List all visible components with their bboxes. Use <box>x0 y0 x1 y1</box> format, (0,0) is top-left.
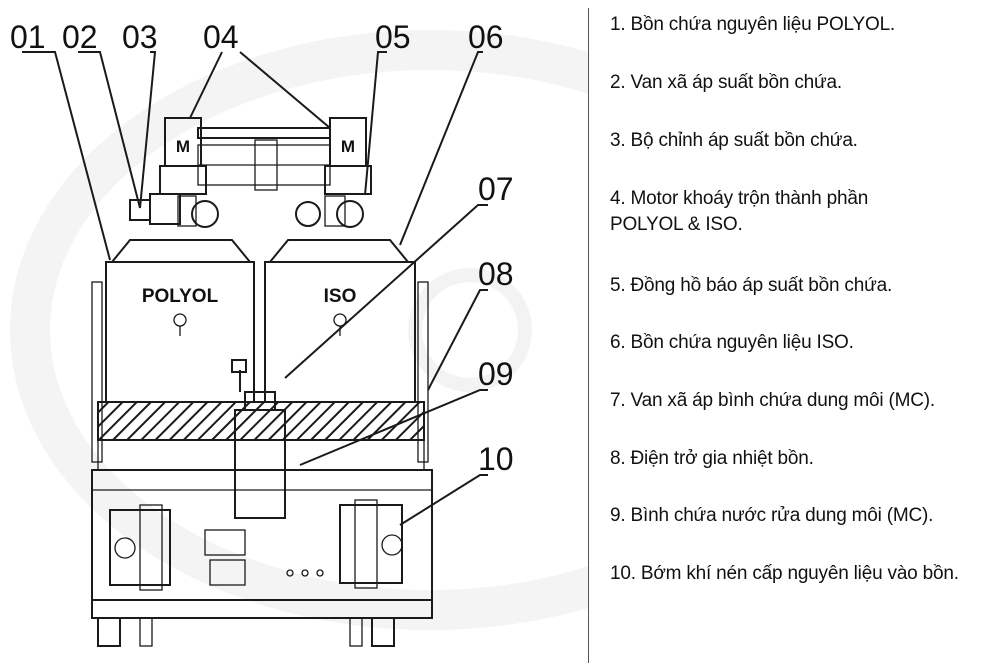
callout-08: 08 <box>478 256 514 292</box>
legend-item-10: 10. Bớm khí nén cấp nguyên liệu vào bồn. <box>610 563 959 584</box>
solvent-canister <box>231 359 286 519</box>
polyol-tank: POLYOL <box>105 239 255 403</box>
polyol-tank-label: POLYOL <box>142 286 219 307</box>
wheels <box>97 617 395 647</box>
callout-05: 05 <box>375 19 411 55</box>
legend-item-1: 1. Bồn chứa nguyên liệu POLYOL. <box>610 14 896 35</box>
watermark-logo <box>10 30 588 630</box>
motor-label-left: M <box>176 137 190 156</box>
legend-item-7: 7. Van xã áp bình chứa dung môi (MC). <box>610 390 935 411</box>
legend-item-9: 9. Bình chứa nước rửa dung môi (MC). <box>610 505 934 526</box>
callout-04: 04 <box>203 19 239 55</box>
callout-03: 03 <box>122 19 158 55</box>
callout-02: 02 <box>62 19 98 55</box>
callout-09: 09 <box>478 356 514 392</box>
heater-band <box>91 281 429 463</box>
pump-right <box>339 499 403 589</box>
callout-01: 01 <box>10 19 46 55</box>
iso-tank-label: ISO <box>324 286 357 307</box>
callout-07: 07 <box>478 171 514 207</box>
legend-item-2: 2. Van xã áp suất bồn chứa. <box>610 72 842 93</box>
legend-item-5: 5. Đồng hồ báo áp suất bồn chứa. <box>610 275 893 296</box>
legend-item-6: 6. Bồn chứa nguyên liệu ISO. <box>610 332 854 353</box>
iso-tank: ISO <box>264 239 416 403</box>
legend-item-4: 4. Motor khoáy trộn thành phần POLYOL & … <box>610 188 869 235</box>
legend-list: 1. Bồn chứa nguyên liệu POLYOL. 2. Van x… <box>610 0 995 670</box>
machine-diagram: M M POLYOL ISO <box>10 19 588 647</box>
legend-item-8: 8. Điện trở gia nhiệt bồn. <box>610 448 814 469</box>
pump-left <box>109 504 171 591</box>
callout-10: 10 <box>478 441 514 477</box>
base-frame <box>91 439 433 619</box>
leader-lines <box>22 51 488 526</box>
legend-item-3: 3. Bộ chỉnh áp suất bồn chứa. <box>610 130 858 151</box>
motor-assembly: M M <box>129 117 372 228</box>
callout-06: 06 <box>468 19 504 55</box>
divider-line <box>588 8 589 663</box>
motor-label-right: M <box>341 137 355 156</box>
